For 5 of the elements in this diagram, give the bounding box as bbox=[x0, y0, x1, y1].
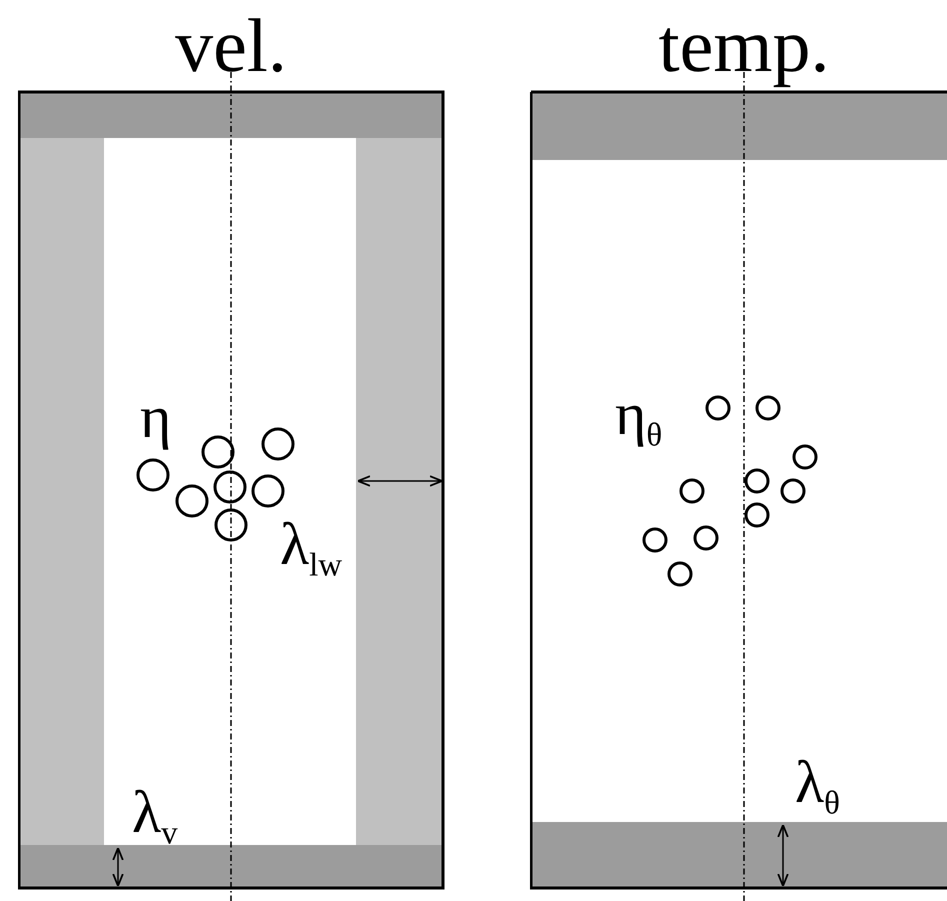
symbol-label: η$_{θ}$ bbox=[615, 384, 662, 453]
symbol-label: λ$_{θ}$ bbox=[795, 752, 840, 821]
symbol-label: λ$_{v}$ bbox=[132, 782, 178, 851]
symbol-label: λ$_{lw}$ bbox=[280, 514, 342, 583]
panel-heading: vel. bbox=[175, 8, 287, 84]
